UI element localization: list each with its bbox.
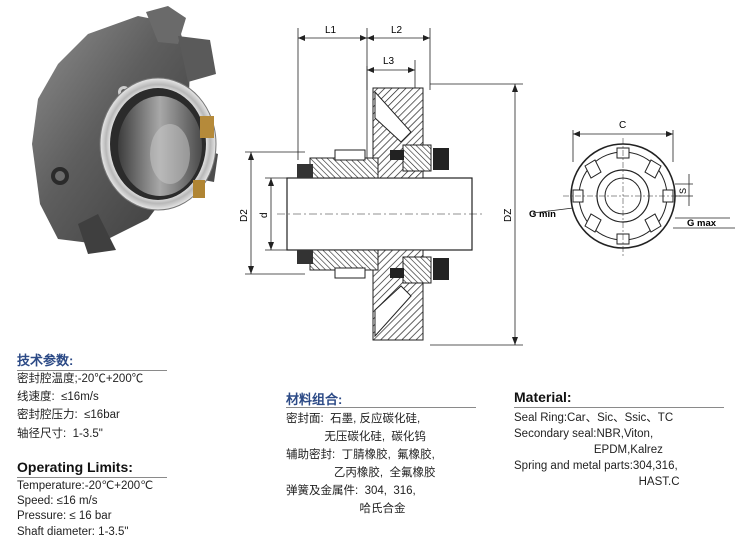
material-cn-line: 辅助密封: 丁腈橡胶, 氟橡胶, — [286, 449, 435, 461]
material-cn-line: 无压碳化硅, 碳化钨 — [286, 431, 426, 443]
material-cn-line: 密封面: 石墨, 反应碳化硅, — [286, 413, 421, 425]
tech-param-line: 轴径尺寸: 1-3.5" — [17, 427, 103, 440]
tech-params-list: 密封腔温度;-20℃+200℃ 线速度: ≤16m/s 密封腔压力: ≤16ba… — [17, 372, 143, 442]
label-S: S — [678, 188, 688, 194]
label-C: C — [619, 120, 626, 131]
operating-limits-title: Operating Limits: — [17, 459, 133, 475]
material-en-list: Seal Ring:Car、Sic、Ssic、TC Secondary seal… — [514, 410, 680, 490]
label-L3: L3 — [383, 56, 395, 67]
operating-limits-list: Temperature:-20℃+200℃ Speed: ≤16 m/s Pre… — [17, 479, 153, 540]
materials-cn-rule — [286, 407, 476, 408]
end-view-drawing: C S G min G max — [529, 120, 735, 256]
operating-limit-line: Temperature:-20℃+200℃ — [17, 480, 154, 492]
cross-section-drawing: L1 L2 L3 DZ D2 d — [239, 25, 523, 346]
material-en-title: Material: — [514, 389, 572, 405]
material-cn-line: 哈氏合金 — [286, 503, 406, 515]
label-L2: L2 — [391, 25, 403, 36]
tech-param-line: 线速度: ≤16m/s — [17, 391, 99, 404]
material-cn-line: 乙丙橡胶, 全氟橡胶 — [286, 467, 436, 479]
label-g-min: G min — [529, 209, 556, 220]
material-en-line: Seal Ring:Car、Sic、Ssic、TC — [514, 412, 674, 424]
label-L1: L1 — [325, 25, 337, 36]
material-en-rule — [514, 407, 724, 408]
tech-param-line: 密封腔温度;-20℃+200℃ — [17, 373, 144, 385]
operating-limit-line: Pressure: ≤ 16 bar — [17, 510, 112, 523]
tech-params-rule — [17, 370, 167, 371]
materials-cn-list: 密封面: 石墨, 反应碳化硅, 无压碳化硅, 碳化钨 辅助密封: 丁腈橡胶, 氟… — [286, 410, 436, 518]
tech-params-title: 技术参数: — [17, 353, 74, 368]
operating-limit-line: Speed: ≤16 m/s — [17, 495, 98, 508]
material-en-line: Spring and metal parts:304,316, — [514, 460, 678, 472]
operating-limit-line: Shaft diameter: 1-3.5" — [17, 525, 129, 538]
material-cn-line: 弹簧及金属件: 304, 316, — [286, 485, 416, 497]
product-photo — [32, 6, 218, 254]
materials-cn-title: 材料组合: — [286, 392, 343, 407]
material-en-line: EPDM,Kalrez — [514, 444, 663, 456]
label-DZ: DZ — [503, 209, 514, 222]
operating-limits-rule — [17, 477, 167, 478]
tech-param-line: 密封腔压力: ≤16bar — [17, 409, 120, 422]
material-en-line: HAST.C — [514, 476, 680, 488]
label-D2: D2 — [239, 209, 250, 222]
label-d: d — [259, 212, 270, 218]
label-g-max: G max — [687, 218, 717, 229]
material-en-line: Secondary seal:NBR,Viton, — [514, 428, 654, 440]
